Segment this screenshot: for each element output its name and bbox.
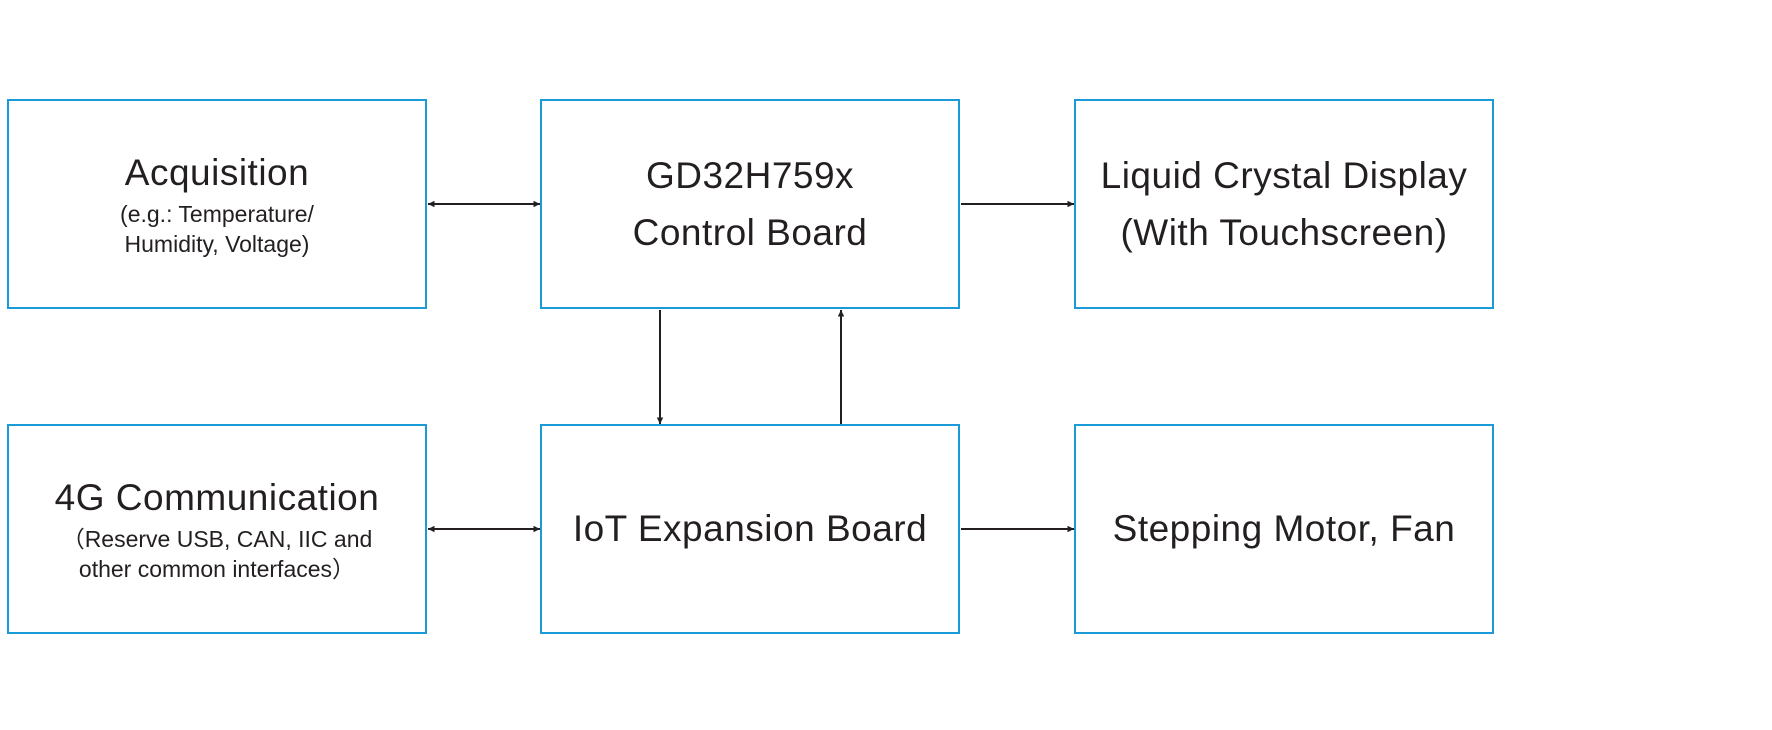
acquisition-subtitle-line-2: Humidity, Voltage) xyxy=(124,230,310,257)
control-board-title-line-2: Control Board xyxy=(632,212,868,253)
communication-subtitle-line-2: other common interfaces） xyxy=(78,555,356,582)
lcd-block: Liquid Crystal Display (With Touchscreen… xyxy=(1074,99,1494,309)
communication-subtitle-line-1: （Reserve USB, CAN, IIC and xyxy=(61,526,373,553)
communication-block: 4G Communication （Reserve USB, CAN, IIC … xyxy=(7,424,427,634)
lcd-title-line-1: Liquid Crystal Display xyxy=(1100,154,1468,196)
communication-subtitle: （Reserve USB, CAN, IIC and other common … xyxy=(62,525,373,585)
actuators-title: Stepping Motor, Fan xyxy=(1112,508,1456,550)
expansion-board-block: IoT Expansion Board xyxy=(540,424,960,634)
actuators-block: Stepping Motor, Fan xyxy=(1074,424,1494,634)
expansion-board-title: IoT Expansion Board xyxy=(572,508,928,550)
acquisition-title: Acquisition xyxy=(124,152,310,194)
acquisition-block: Acquisition (e.g.: Temperature/ Humidity… xyxy=(7,99,427,309)
control-board-title: GD32H759x Control Board xyxy=(633,147,868,262)
communication-title: 4G Communication xyxy=(54,477,380,519)
acquisition-subtitle-line-1: (e.g.: Temperature/ xyxy=(120,201,314,228)
control-board-title-line-1: GD32H759x xyxy=(645,154,855,196)
acquisition-subtitle: (e.g.: Temperature/ Humidity, Voltage) xyxy=(120,200,314,260)
control-board-block: GD32H759x Control Board xyxy=(540,99,960,309)
lcd-title: Liquid Crystal Display (With Touchscreen… xyxy=(1101,147,1468,262)
lcd-title-line-2: (With Touchscreen) xyxy=(1120,212,1448,253)
